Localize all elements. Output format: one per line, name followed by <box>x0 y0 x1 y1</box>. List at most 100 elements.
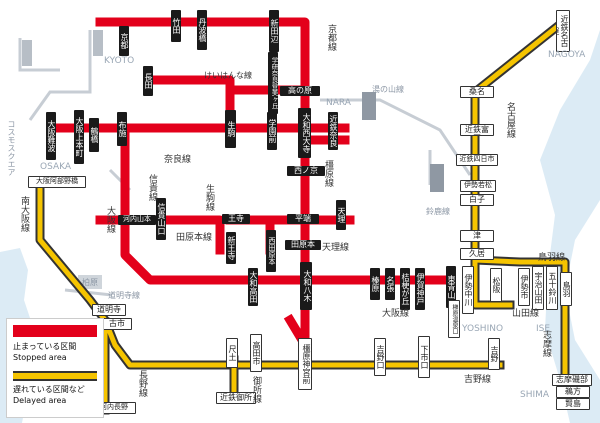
station-fuse[interactable]: 布施 <box>117 112 127 146</box>
station-nagata[interactable]: 長田 <box>143 66 153 96</box>
station-nishitawaramoto[interactable]: 西田原本 <box>266 230 276 272</box>
station-gose[interactable]: 近鉄御所 <box>216 392 256 404</box>
legend-delayed-en: Delayed area <box>13 396 67 405</box>
label-yoshino-line: 吉野線 <box>464 375 492 385</box>
station-furuichi[interactable]: 古市 <box>102 318 132 330</box>
station-iga-kambe[interactable]: 伊賀神戸 <box>415 268 425 310</box>
faint-station <box>93 30 103 56</box>
area-shima: SHIMA <box>520 390 550 400</box>
area-nagoya: NAGOYA <box>548 50 586 60</box>
legend-delayed-swatch <box>13 371 97 381</box>
station-takadashi[interactable]: 高田市 <box>250 334 262 372</box>
label-minami-osaka-line: 南大阪線 <box>19 196 29 232</box>
label-gose-line: 御所線 <box>251 376 261 403</box>
station-hirahata[interactable]: 平端 <box>287 214 319 224</box>
station-osaka-abenobashi[interactable]: 大阪阿部野橋 <box>28 176 86 188</box>
station-kashikojima[interactable]: 賢島 <box>556 398 590 410</box>
area-yoshino: YOSHINO <box>462 324 504 334</box>
label-tawaramoto-line: 田原本線 <box>176 233 213 243</box>
kashiwara-station <box>78 275 102 289</box>
station-kawachiyamamoto[interactable]: 河内山本 <box>118 215 156 225</box>
station-iseshi[interactable]: 伊勢市 <box>518 268 530 306</box>
station-kuwana[interactable]: 桑名 <box>460 86 494 98</box>
station-toba[interactable]: 鳥羽 <box>560 272 572 306</box>
label-osaka-line-west: 大阪線 <box>105 206 115 233</box>
station-shimoichiguchi[interactable]: 下市口 <box>418 336 430 378</box>
station-tambabashi[interactable]: 丹波橋 <box>197 10 207 50</box>
label-domyoji-line: 道明寺線 <box>108 291 140 300</box>
station-tsu[interactable]: 津 <box>460 230 494 242</box>
station-takanohara[interactable]: 高の原 <box>280 86 320 96</box>
legend-stopped-en: Stopped area <box>13 353 67 362</box>
station-haibara[interactable]: 榛原 <box>370 268 380 300</box>
station-matsusaka[interactable]: 松阪 <box>490 268 502 302</box>
station-osaka-uehommachi[interactable]: 大阪上本町 <box>74 110 84 164</box>
station-kintetsu-nagoya[interactable]: 近鉄名古屋 <box>556 10 570 52</box>
label-tenri-line: 天理線 <box>322 243 350 253</box>
station-yokkaichi[interactable]: 近鉄四日市 <box>456 154 498 166</box>
label-osaka-line-east: 大阪線 <box>382 309 410 319</box>
station-tenri[interactable]: 天理 <box>336 200 346 230</box>
legend-stopped-swatch <box>13 325 97 337</box>
station-yamato-takada[interactable]: 大和高田 <box>248 268 258 306</box>
station-higashi-aoyama[interactable]: 東青山 <box>446 266 456 308</box>
station-ujiyamada[interactable]: 宇治山田 <box>532 266 544 310</box>
label-nagoya-line: 名古屋線 <box>505 102 515 138</box>
yunoyama-station <box>362 92 376 120</box>
station-gakken[interactable]: 学研奈良登美ヶ丘 <box>268 52 278 114</box>
label-kyoto-line: 京都線 <box>326 24 336 51</box>
station-yoshinoguchi[interactable]: 吉野口 <box>374 338 386 376</box>
legend-delayed-ja: 遅れている区間など <box>13 385 85 394</box>
label-yamada-line: 山田線 <box>512 309 540 319</box>
station-tawaramoto[interactable]: 田原本 <box>285 240 321 250</box>
area-ise: ISE <box>536 324 551 334</box>
label-kashiwara: 柏原 <box>82 278 98 287</box>
station-isuzugawa[interactable]: 五十鈴川 <box>546 266 558 310</box>
legend-stopped-ja: 止まっている区間 <box>13 342 77 351</box>
faint-station <box>22 40 32 66</box>
station-ise-nakagawa[interactable]: 伊勢中川 <box>462 266 474 314</box>
station-ise-wakamatsu[interactable]: 伊勢若松 <box>460 180 496 192</box>
station-shin-oji[interactable]: 新王寺 <box>226 232 236 264</box>
area-nara: NARA <box>326 98 351 108</box>
label-yunoyama-line: 湯の山線 <box>372 85 404 94</box>
label-shima-line: 志摩線 <box>541 330 551 357</box>
station-shigisanguchi[interactable]: 信貴山口 <box>156 198 166 240</box>
area-osaka: OSAKA <box>40 162 72 172</box>
ise-bay <box>540 30 600 423</box>
hirata-station <box>430 164 444 192</box>
station-yamato-yagi[interactable]: 大和八木 <box>300 262 312 310</box>
station-ugata[interactable]: 鵜方 <box>556 386 590 398</box>
station-takeda[interactable]: 竹田 <box>171 10 181 42</box>
station-oji[interactable]: 王寺 <box>222 214 250 224</box>
station-sakakibara[interactable]: 榊原温泉口 <box>448 300 460 338</box>
station-shakudo[interactable]: 尺土 <box>226 338 238 368</box>
label-kosmo-square: コスモスクエア <box>7 120 16 176</box>
station-shiroko[interactable]: 白子 <box>460 194 494 206</box>
label-nagano-line: 長野線 <box>137 370 147 397</box>
station-yoshino[interactable]: 吉野 <box>488 338 500 370</box>
station-shima-isobe[interactable]: 志摩磯部 <box>552 374 592 386</box>
station-nishinokyo[interactable]: 西ノ京 <box>287 166 325 176</box>
label-toba-line: 鳥羽線 <box>538 253 566 263</box>
station-tomida[interactable]: 近鉄富田 <box>460 124 494 136</box>
station-shintanabe[interactable]: 新田辺 <box>269 10 279 52</box>
station-gakuenmae[interactable]: 学園前 <box>267 112 277 150</box>
station-hisai[interactable]: 久居 <box>460 248 494 260</box>
label-ikoma-line: 生駒線 <box>204 184 214 211</box>
station-ikoma[interactable]: 生駒 <box>225 110 236 148</box>
station-kashihara-jingu[interactable]: 橿原神宮前 <box>298 338 312 390</box>
station-tsuruhashi[interactable]: 鶴橋 <box>89 118 99 152</box>
legend: 止まっている区間 Stopped area 遅れている区間など Delayed … <box>6 318 104 418</box>
label-kashihara-line: 橿原線 <box>323 160 333 187</box>
station-osaka-namba[interactable]: 大阪難波 <box>46 112 56 160</box>
station-kikyogaoka[interactable]: 桔梗が丘 <box>400 268 410 310</box>
station-kyoto[interactable]: 京都 <box>119 26 129 56</box>
station-nabari[interactable]: 名張 <box>385 268 395 300</box>
label-suzuka-line: 鈴鹿線 <box>426 207 450 216</box>
station-yamatosaidaiji[interactable]: 大和西大寺 <box>298 108 311 158</box>
station-domyoji[interactable]: 道明寺 <box>92 304 126 316</box>
station-kintetsunara[interactable]: 近鉄奈良 <box>328 112 338 150</box>
label-keihanna-line: けいはんな線 <box>204 71 252 80</box>
